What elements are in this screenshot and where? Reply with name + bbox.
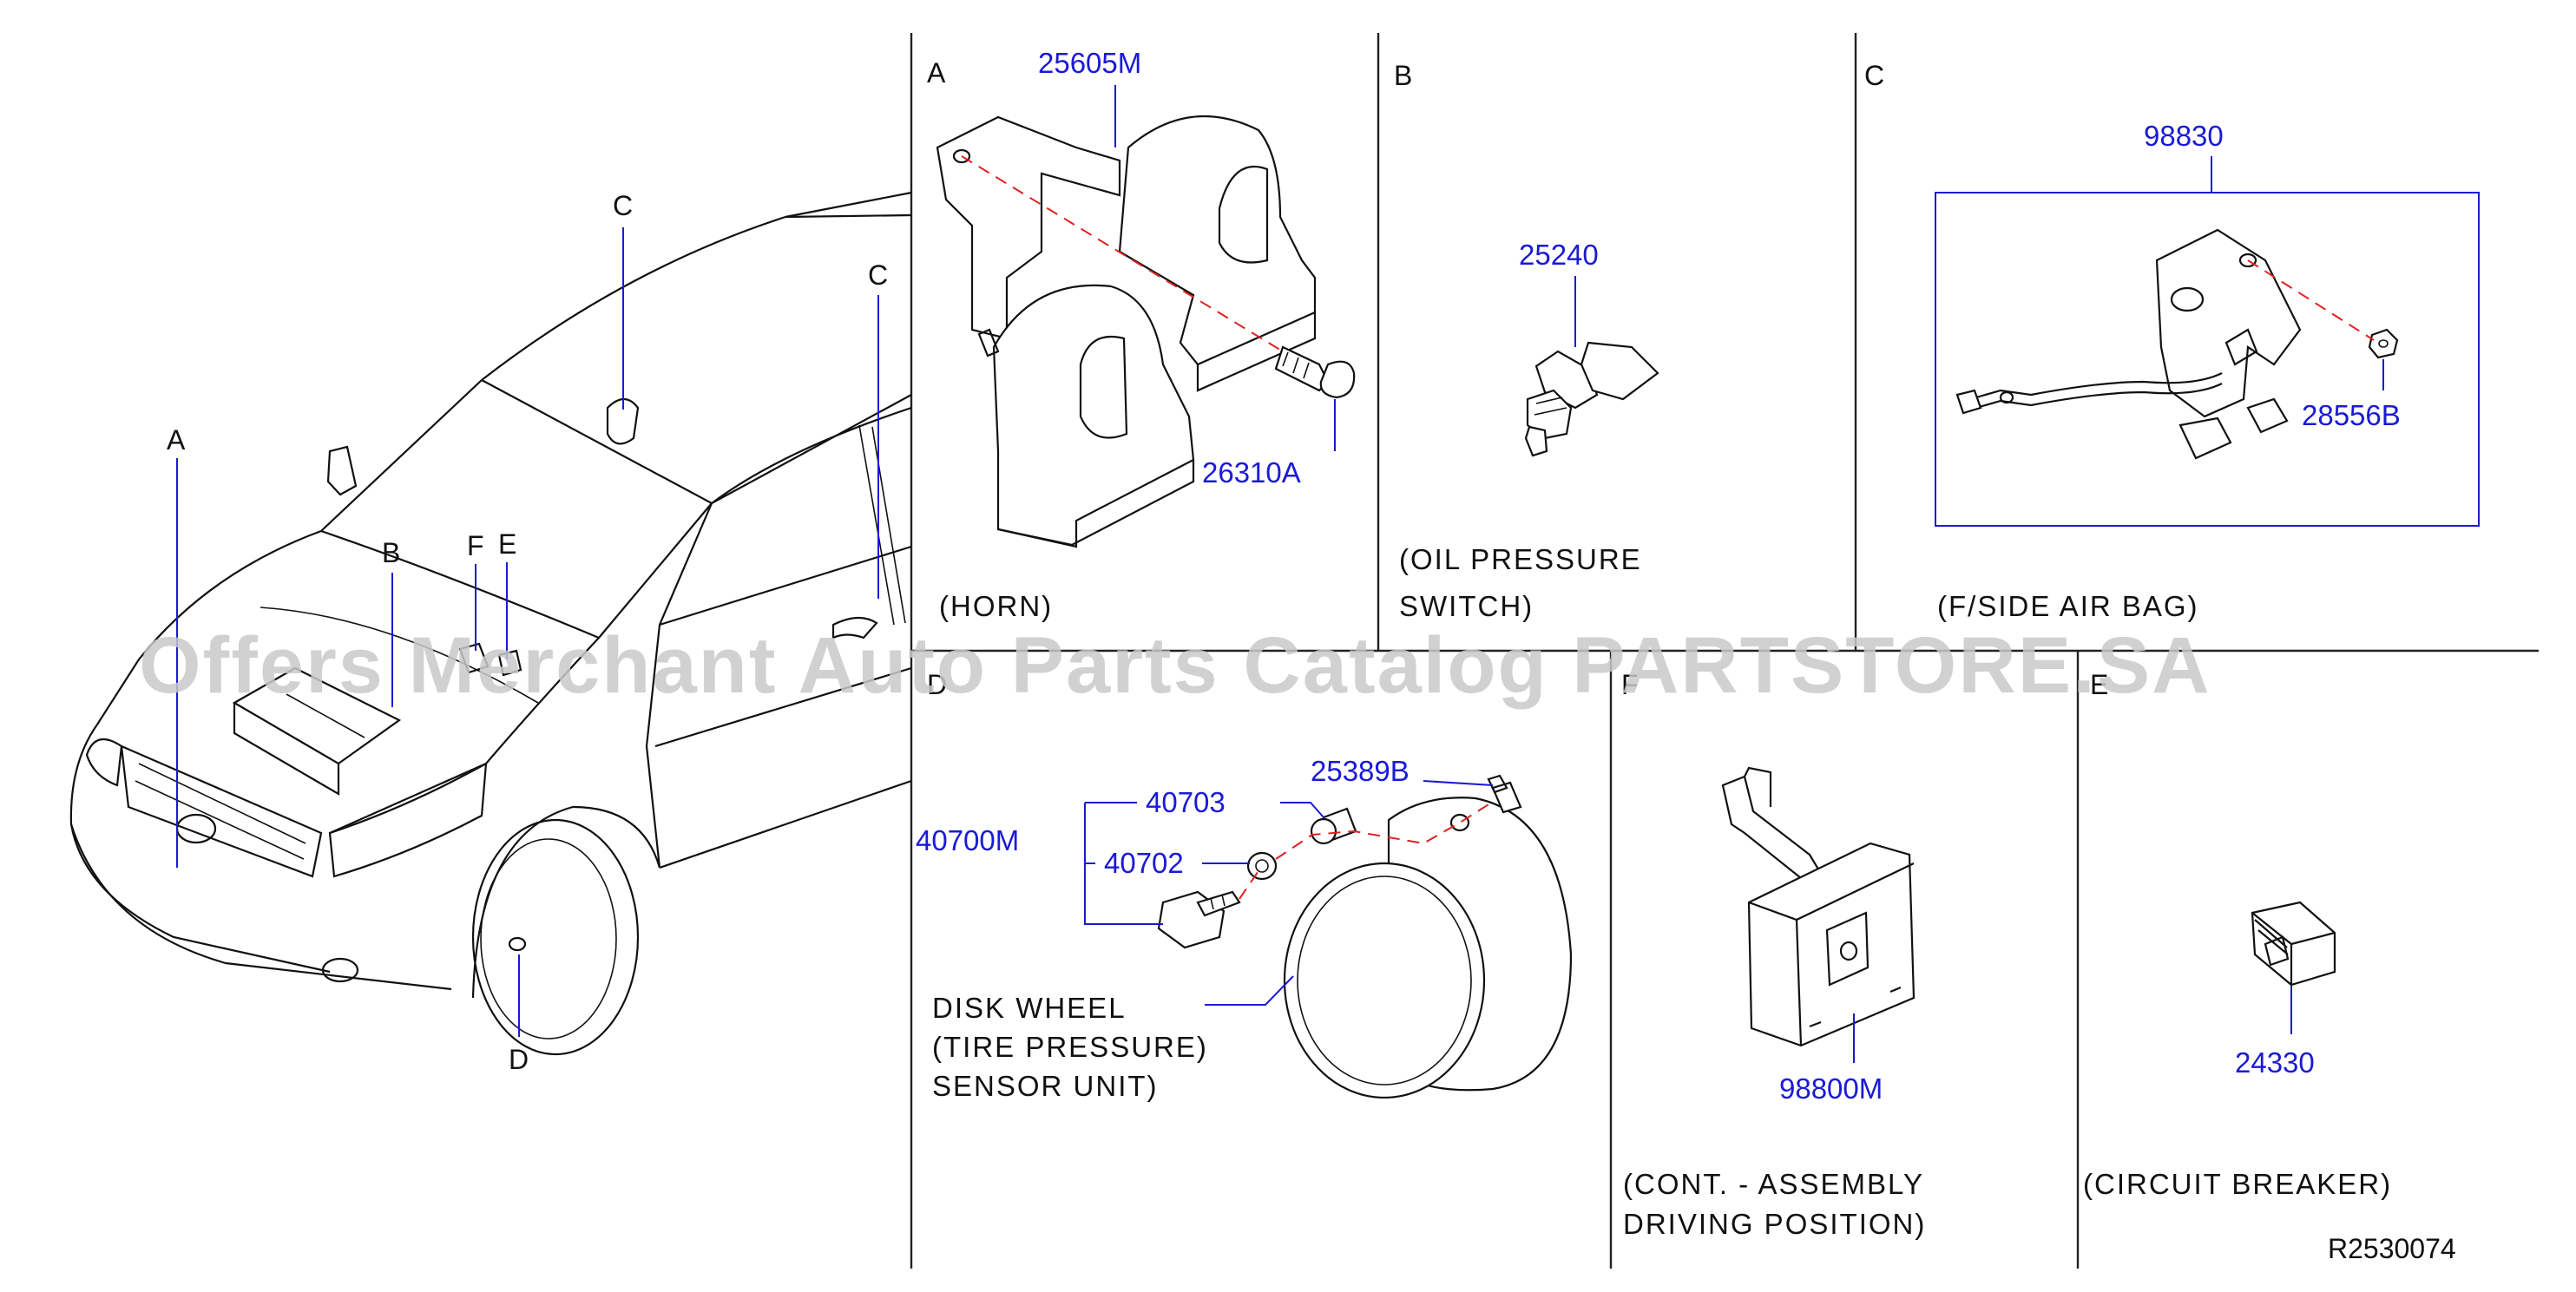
- panel-e-circuit-breaker: E 24330 (CIRCUIT BREAKER): [2083, 669, 2392, 1200]
- overview-callouts: A B C C D F E: [167, 190, 888, 1075]
- watermark-text: Offers Merchant Auto Parts Catalog PARTS…: [139, 621, 2211, 710]
- panel-a-caption: (HORN): [939, 590, 1053, 622]
- panel-f-letter: F: [1621, 669, 1639, 700]
- panel-c-caption: (F/SIDE AIR BAG): [1937, 590, 2199, 622]
- part-number-25605M: 25605M: [1038, 47, 1141, 79]
- part-number-40703: 40703: [1146, 786, 1226, 818]
- callout-d-label: D: [509, 1044, 529, 1075]
- panel-d-letter: D: [927, 669, 947, 700]
- part-number-40700M: 40700M: [916, 824, 1019, 856]
- panel-b-caption-line2: SWITCH): [1399, 590, 1534, 622]
- part-number-28556B: 28556B: [2302, 399, 2401, 431]
- panel-f-caption-line2: DRIVING POSITION): [1623, 1208, 1926, 1240]
- panel-e-letter: E: [2090, 669, 2108, 700]
- panel-f-caption-line1: (CONT. - ASSEMBLY: [1623, 1168, 1924, 1200]
- panel-d-tire-pressure-sensor: D 25389B 40703 40700M 40702 DI: [916, 669, 1573, 1102]
- part-number-24330: 24330: [2235, 1046, 2315, 1079]
- callout-a-label: A: [167, 424, 186, 456]
- callout-f-label: F: [467, 530, 484, 561]
- car-overview-illustration: [69, 191, 912, 1056]
- callout-c1-label: C: [613, 190, 633, 221]
- panel-a-horn: A 25605M 26310A (HORN): [927, 47, 1356, 622]
- panel-b-letter: B: [1394, 60, 1412, 91]
- part-number-25389B: 25389B: [1311, 755, 1410, 787]
- drawing-reference-code: R2530074: [2328, 1233, 2456, 1264]
- callout-b-label: B: [382, 537, 400, 568]
- panel-b-caption-line1: (OIL PRESSURE: [1399, 543, 1642, 575]
- part-number-40702: 40702: [1104, 847, 1184, 879]
- panel-c-kit-box: [1935, 192, 2480, 527]
- panel-f-control-assembly: F 98800M (CONT. - ASSEMBLY DRIVING POSIT…: [1621, 669, 1926, 1240]
- part-number-25240: 25240: [1519, 239, 1599, 271]
- part-number-26310A: 26310A: [1202, 456, 1301, 489]
- callout-c2-label: C: [868, 259, 888, 291]
- panel-b-oil-pressure-switch: B 25240 (OIL PRESSURE SWITCH): [1394, 60, 1659, 622]
- callout-e-label: E: [498, 528, 516, 560]
- panel-c-letter: C: [1864, 60, 1884, 91]
- part-number-98800M: 98800M: [1779, 1072, 1883, 1105]
- part-number-98830: 98830: [2144, 120, 2224, 152]
- panel-d-caption-line1: DISK WHEEL: [932, 992, 1127, 1024]
- panel-a-letter: A: [927, 57, 946, 89]
- panel-d-caption-line2: (TIRE PRESSURE): [932, 1031, 1208, 1063]
- panel-d-caption-line3: SENSOR UNIT): [932, 1070, 1159, 1102]
- panel-e-caption: (CIRCUIT BREAKER): [2083, 1168, 2392, 1200]
- panel-c-side-airbag-sensor: C 98830 28556B (F/SIDE AIR BAG): [1864, 60, 2480, 622]
- panel-grid: [910, 33, 2539, 1269]
